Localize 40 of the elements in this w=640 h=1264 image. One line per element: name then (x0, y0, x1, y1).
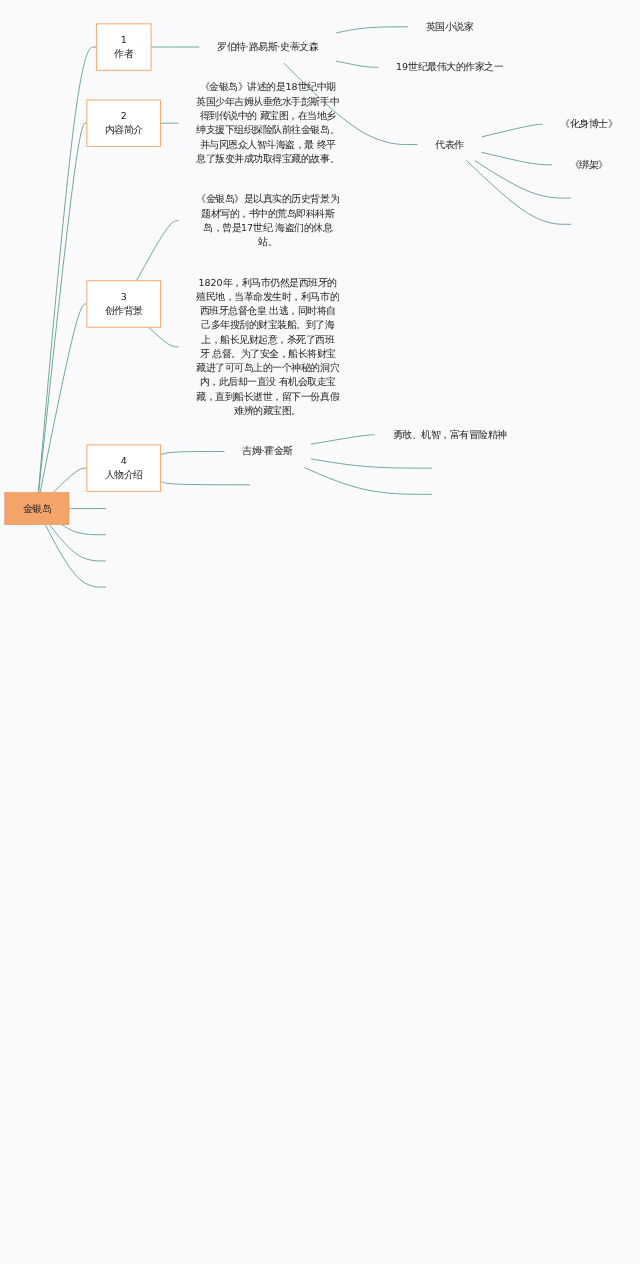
branch-line (68, 508, 107, 510)
branch-line (481, 151, 553, 166)
branch-line (466, 160, 572, 225)
branch-line (52, 467, 88, 493)
branch-line (160, 451, 225, 456)
branch-line (148, 326, 179, 348)
mind-map-drawing: 金银岛 1 作者 罗伯特·路易斯·史蒂文森 英国小说家 19世纪最伟大的作家之一 代表作 《化身博士》 《绑架》 2 内容简介 《金银岛》讲述的是18世纪中期英国少年吉姆从垂危水手彭斯手中得到传说中的 藏宝图，在当地乡绅支援下组织探险队前往金银岛。并与冈恩众人智斗海盗，最 终平息了叛变并成功取得宝藏的故事。 3 创作背景 《金银岛》是以真实的历史背景为题材写的，书中的荒岛即科科斯岛，曾是17世纪 海盗们的休息站。 1820年，利马市仍然是西班牙的殖民地，当革命发生时，利马市的西班牙总督仓皇 出逃，同时将自己多年搜刮的财宝装船。到了海上，船长见财起意，杀死了西班牙 总督。为了安全，船长将财宝藏进了可可岛上的一个神秘的洞穴内，此后却一直没 有机会取走宝藏，直到船长逝世，留下一份真假难辨的藏宝图。 4 人物介绍 吉姆·霍金斯 勇敢、机智，富有冒险精神 (0, 6, 640, 601)
branch-line (310, 458, 433, 469)
node-text: 英国小说家 (425, 20, 474, 33)
node-text: 罗伯特·路易斯·史蒂文森 (217, 41, 319, 53)
branch-line (283, 62, 418, 146)
node-text: 《绑架》 (569, 158, 608, 171)
branch-line (49, 524, 107, 562)
branch-line (44, 524, 107, 588)
branch-line (474, 160, 572, 199)
node-text: 吉姆·霍金斯 (242, 445, 293, 457)
branch-line (310, 434, 376, 445)
branch-line (304, 467, 433, 495)
node-box (4, 492, 70, 525)
node-text: 代表作 (435, 138, 464, 150)
node-text: 1820年，利马市仍然是西班牙的殖民地，当革命发生时，利马市的西班牙总督仓皇 出逃，同时将自己多年搜刮的财宝装船。到了海上，船长见财起意，杀死了西班牙 总督。为了安全，船长将财宝藏进了可可岛上的一个神秘的洞穴内，此后却一直没 有机会取走宝藏，直到船长逝世，留下一份真假难辨的藏宝图。 (196, 276, 340, 417)
node-box (95, 23, 152, 71)
branch-line (160, 481, 251, 486)
branch-line (39, 303, 88, 493)
node-text: 19世纪最伟大的作家之一 (396, 61, 504, 73)
node-text: 《金银岛》讲述的是18世纪中期英国少年吉姆从垂危水手彭斯手中得到传说中的 藏宝图，在当地乡绅支援下组织探险队前往金银岛。并与冈恩众人智斗海盗，最 终平息了叛变并成功取得宝藏的故事。 (196, 81, 340, 165)
branch-line (150, 46, 200, 48)
branch-line (38, 122, 88, 493)
branch-line (61, 524, 107, 536)
branch-line (136, 220, 179, 282)
node-text: 《化身博士》 (560, 118, 618, 130)
node-text: 《金银岛》是以真实的历史背景为题材写的，书中的荒岛即科科斯岛，曾是17世纪 海盗们的休息站。 (196, 193, 340, 248)
node-box (86, 99, 162, 147)
branch-line (160, 122, 179, 124)
node-text: 勇敢、机智，富有冒险精神 (392, 428, 507, 441)
branch-line (335, 60, 379, 68)
branch-line (335, 26, 409, 34)
node-box (86, 280, 162, 328)
node-box (86, 444, 162, 492)
branch-line (481, 123, 543, 138)
